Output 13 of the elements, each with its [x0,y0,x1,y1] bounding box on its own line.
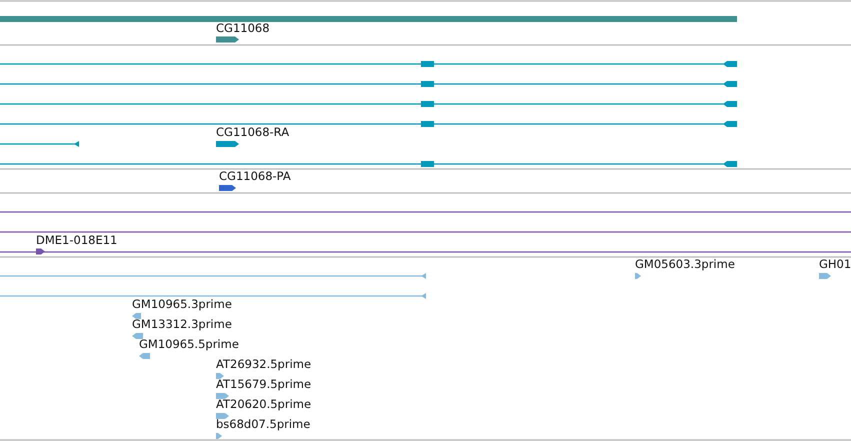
feature-label: AT20620.5prime [216,398,312,411]
feature-label: AT26932.5prime [216,358,312,371]
feature-label: CG11068-RA [216,126,290,139]
feature-label: CG11068-PA [219,170,291,183]
feature-label: DME1-018E11 [36,234,118,247]
feature-label: CG11068 [216,22,270,35]
feature-label: GM10965.3prime [132,298,232,311]
feature-label: GM13312.3prime [132,318,232,331]
feature-label: AT15679.5prime [216,378,312,391]
feature-label: GH01 [819,258,851,271]
feature-label: GM05603.3prime [635,258,735,271]
feature-label: bs68d07.5prime [216,418,310,431]
feature-label: GM10965.5prime [139,338,239,351]
